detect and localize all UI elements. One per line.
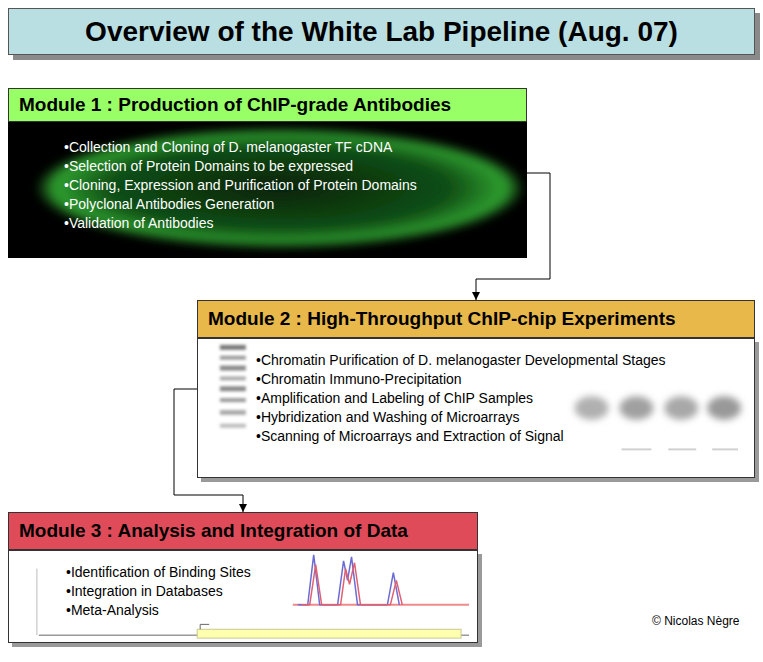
gel-bands: [220, 345, 246, 428]
array-spot: [707, 396, 741, 420]
module-body: •Identification of Binding Sites•Integra…: [8, 550, 478, 643]
title-box: Overview of the White Lab Pipeline (Aug.…: [8, 8, 755, 55]
bullet-item: •Hybridization and Washing of Microarray…: [256, 408, 746, 427]
bullet-item: •Cloning, Expression and Purification of…: [64, 176, 519, 195]
gel-band: [220, 376, 246, 380]
module-heading: Module 2 : High-Throughput ChIP-chip Exp…: [197, 300, 755, 338]
gel-band: [220, 386, 246, 391]
array-spot: [664, 396, 698, 420]
array-spot: [575, 396, 609, 420]
module-box: Module 1 : Production of ChIP-grade Anti…: [8, 88, 527, 258]
array-marks: [621, 448, 738, 450]
bullet-item: •Polyclonal Antibodies Generation: [64, 195, 519, 214]
bullet-item: •Validation of Antibodies: [64, 214, 519, 233]
image-ground: [9, 551, 477, 642]
module-box: Module 3 : Analysis and Integration of D…: [8, 512, 478, 643]
array-spot: [619, 396, 653, 420]
bullet-item: •Collection and Cloning of D. melanogast…: [64, 138, 519, 157]
gene-bar: [197, 629, 461, 638]
copyright-note: © Nicolas Nègre: [652, 614, 740, 628]
diagram-title: Overview of the White Lab Pipeline (Aug.…: [85, 16, 678, 48]
module-heading: Module 1 : Production of ChIP-grade Anti…: [8, 88, 527, 122]
gel-band: [220, 424, 246, 428]
profile-peaks: [302, 563, 403, 605]
profile-axis: [36, 569, 37, 636]
array-mark: [668, 448, 696, 450]
module-box: Module 2 : High-Throughput ChIP-chip Exp…: [197, 300, 755, 478]
embryo: [35, 128, 525, 248]
gel-band: [220, 345, 246, 350]
bullet-item: •Meta-Analysis: [66, 601, 469, 620]
image-ground: [8, 122, 527, 258]
bullet-item: •Amplification and Labeling of ChIP Samp…: [256, 389, 746, 408]
bullet-item: •Chromatin Purification of D. melanogast…: [256, 351, 746, 370]
gel-band: [220, 398, 246, 402]
array-mark: [621, 448, 651, 450]
gene-start-arrow: [200, 624, 209, 629]
bullet-item: •Identification of Binding Sites: [66, 563, 469, 582]
gel-band: [220, 410, 246, 415]
gel-band: [220, 366, 246, 371]
bullet-item: •Scanning of Microarrays and Extraction …: [256, 427, 746, 446]
gel-band: [220, 356, 246, 360]
module-body: •Collection and Cloning of D. melanogast…: [8, 122, 527, 258]
image-ground: [198, 339, 754, 477]
bullet-item: •Selection of Protein Domains to be expr…: [64, 157, 519, 176]
module-body: •Chromatin Purification of D. melanogast…: [197, 338, 755, 478]
module-heading: Module 3 : Analysis and Integration of D…: [8, 512, 478, 550]
array-mark: [712, 448, 738, 450]
array-spots: [575, 396, 741, 420]
bullet-item: •Integration in Databases: [66, 582, 469, 601]
bullet-item: •Chromatin Immuno-Precipitation: [256, 370, 746, 389]
